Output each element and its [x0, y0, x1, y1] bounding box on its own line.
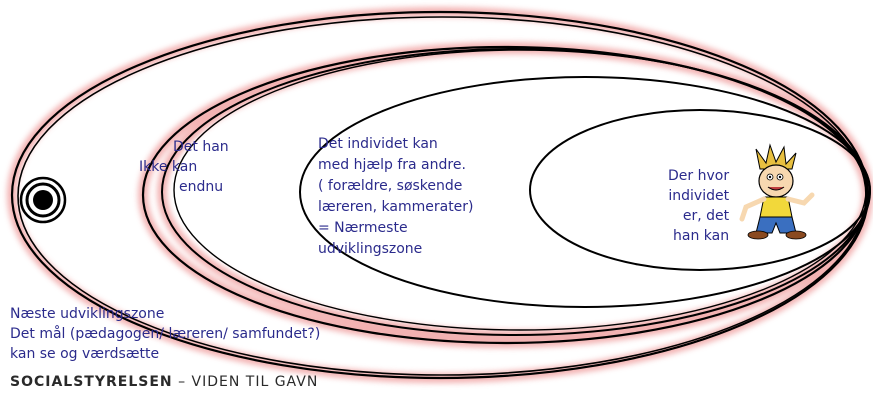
target-icon — [19, 176, 67, 224]
current-level-line: Der hvor — [668, 168, 730, 184]
zpd-zone-line: ( forældre, søskende — [318, 178, 463, 194]
zpd-zone-line: = Nærmeste — [318, 220, 408, 236]
current-level-line: er, det — [682, 208, 730, 224]
brand-tagline: – VIDEN TIL GAVN — [172, 374, 319, 390]
middle-zone-line: Det han — [173, 139, 229, 155]
cartoon-boy-icon — [739, 143, 815, 240]
zpd-zone-text: Det individet kan med hjælp fra andre. (… — [318, 134, 474, 260]
current-level-text: Der hvor individet er, det han kan — [668, 166, 729, 246]
middle-zone-line: endnu — [179, 179, 224, 195]
middle-zone-line: Ikke kan — [139, 159, 198, 175]
outer-zone-line: Næste udviklingszone — [10, 306, 165, 322]
current-level-ellipse — [529, 109, 871, 271]
middle-zone-text: Det han Ikke kan endnu — [139, 137, 229, 197]
middle-zone-ellipse-3 — [173, 49, 867, 331]
middle-zone-ellipse-2 — [161, 48, 869, 336]
current-level-line: individet — [668, 188, 730, 204]
zpd-zone-line: Det individet kan — [318, 136, 438, 152]
outer-zone-line: kan se og værdsætte — [10, 346, 160, 362]
outer-zone-line: Det mål (pædagogen/ læreren/ samfundet?) — [10, 326, 321, 342]
outer-zone-text: Næste udviklingszone Det mål (pædagogen/… — [10, 304, 320, 364]
zpd-zone-line: med hjælp fra andre. — [318, 157, 466, 173]
footer-brand: SOCIALSTYRELSEN – VIDEN TIL GAVN — [10, 374, 318, 390]
zpd-zone-line: læreren, kammerater) — [318, 199, 474, 215]
zpd-zone-line: udviklingszone — [318, 241, 423, 257]
brand-name: SOCIALSTYRELSEN — [10, 374, 173, 390]
current-level-line: han kan — [673, 228, 730, 244]
